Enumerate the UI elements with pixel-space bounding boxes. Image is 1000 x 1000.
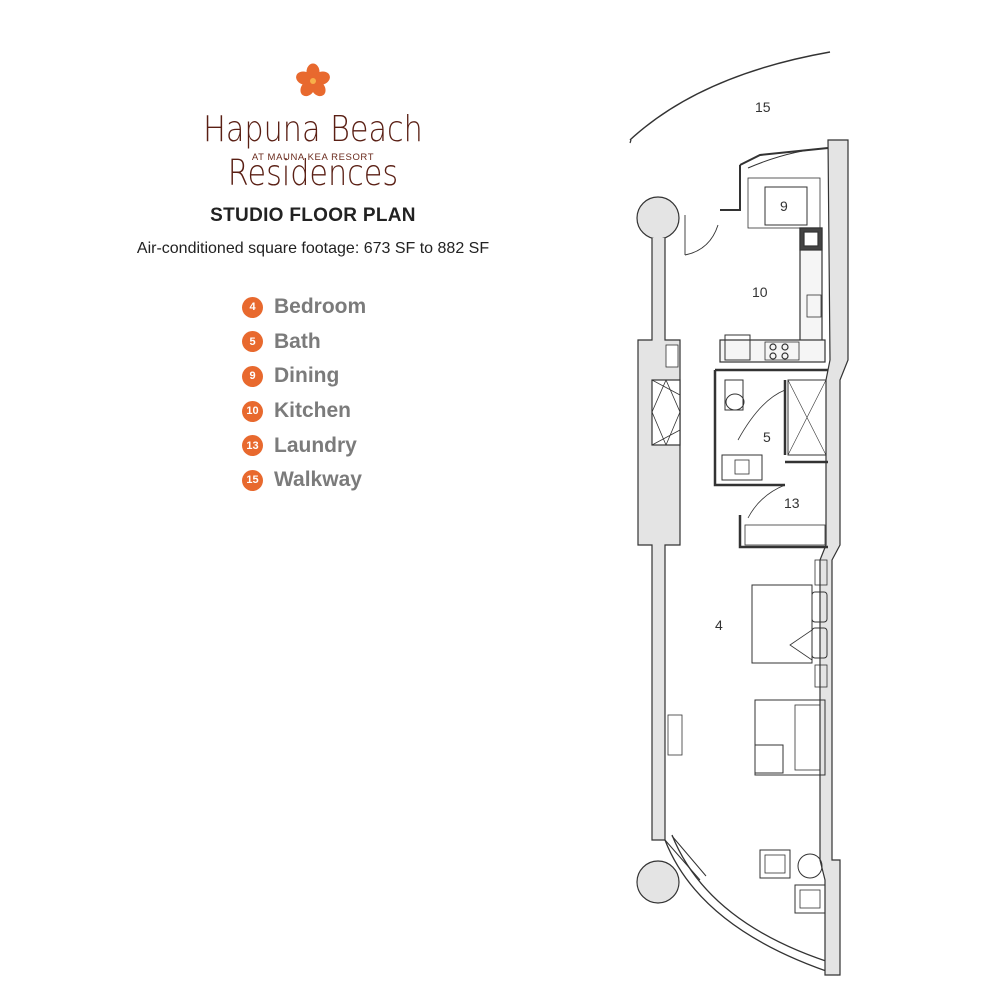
legend-number-badge: 5 xyxy=(242,331,263,353)
legend-label: Kitchen xyxy=(274,399,352,423)
legend-item: 4 Bedroom xyxy=(242,290,366,325)
laundry-walls xyxy=(738,460,828,549)
bath-sink xyxy=(721,454,763,481)
room-label-dining: 9 xyxy=(780,198,788,214)
legend-item: 10 Kitchen xyxy=(242,394,366,429)
bed xyxy=(751,584,813,664)
legend-label: Laundry xyxy=(274,433,357,457)
stove xyxy=(764,341,800,361)
legend-item: 15 Walkway xyxy=(242,463,366,498)
legend-label: Bath xyxy=(274,329,321,353)
bath-walls xyxy=(713,368,828,487)
left-wall xyxy=(637,238,681,841)
legend-number-badge: 13 xyxy=(242,435,263,457)
legend-label: Dining xyxy=(274,364,340,388)
dining-table xyxy=(764,186,808,226)
lanai-table xyxy=(797,853,823,879)
lanai-chair xyxy=(794,884,826,914)
plumeria-flower-icon xyxy=(296,63,330,97)
sofa xyxy=(754,699,826,776)
right-exterior-wall xyxy=(819,139,849,976)
legend-item: 5 Bath xyxy=(242,325,366,360)
room-legend: 4 Bedroom 5 Bath 9 Dining 10 Kitchen 13 … xyxy=(242,290,366,498)
plan-subtitle: Air-conditioned square footage: 673 SF t… xyxy=(136,240,490,257)
legend-number-badge: 15 xyxy=(242,469,263,491)
column-top xyxy=(636,196,680,240)
brand-title: Hapuna Beach Residences xyxy=(203,109,423,194)
room-label-kitchen: 10 xyxy=(752,284,768,300)
legend-number-badge: 9 xyxy=(242,365,263,387)
room-label-bath: 5 xyxy=(763,429,771,445)
legend-label: Walkway xyxy=(274,468,362,492)
room-label-walkway: 15 xyxy=(755,99,771,115)
bottom-curve-wall xyxy=(664,839,839,976)
lanai-chair xyxy=(759,849,791,879)
shower xyxy=(787,379,827,456)
laundry-counter xyxy=(744,524,826,546)
column-bottom xyxy=(636,860,680,904)
legend-number-badge: 10 xyxy=(242,400,263,422)
brand-subtitle: AT MAUNA KEA RESORT xyxy=(251,152,375,163)
legend-number-badge: 4 xyxy=(242,296,263,318)
legend-label: Bedroom xyxy=(274,295,367,319)
plan-title: STUDIO FLOOR PLAN xyxy=(210,205,416,226)
side-table xyxy=(754,744,784,774)
legend-item: 13 Laundry xyxy=(242,428,366,463)
walkway-curve xyxy=(629,51,831,141)
legend-item: 9 Dining xyxy=(242,359,366,394)
room-label-laundry: 13 xyxy=(784,495,800,511)
room-label-bedroom: 4 xyxy=(715,617,723,633)
